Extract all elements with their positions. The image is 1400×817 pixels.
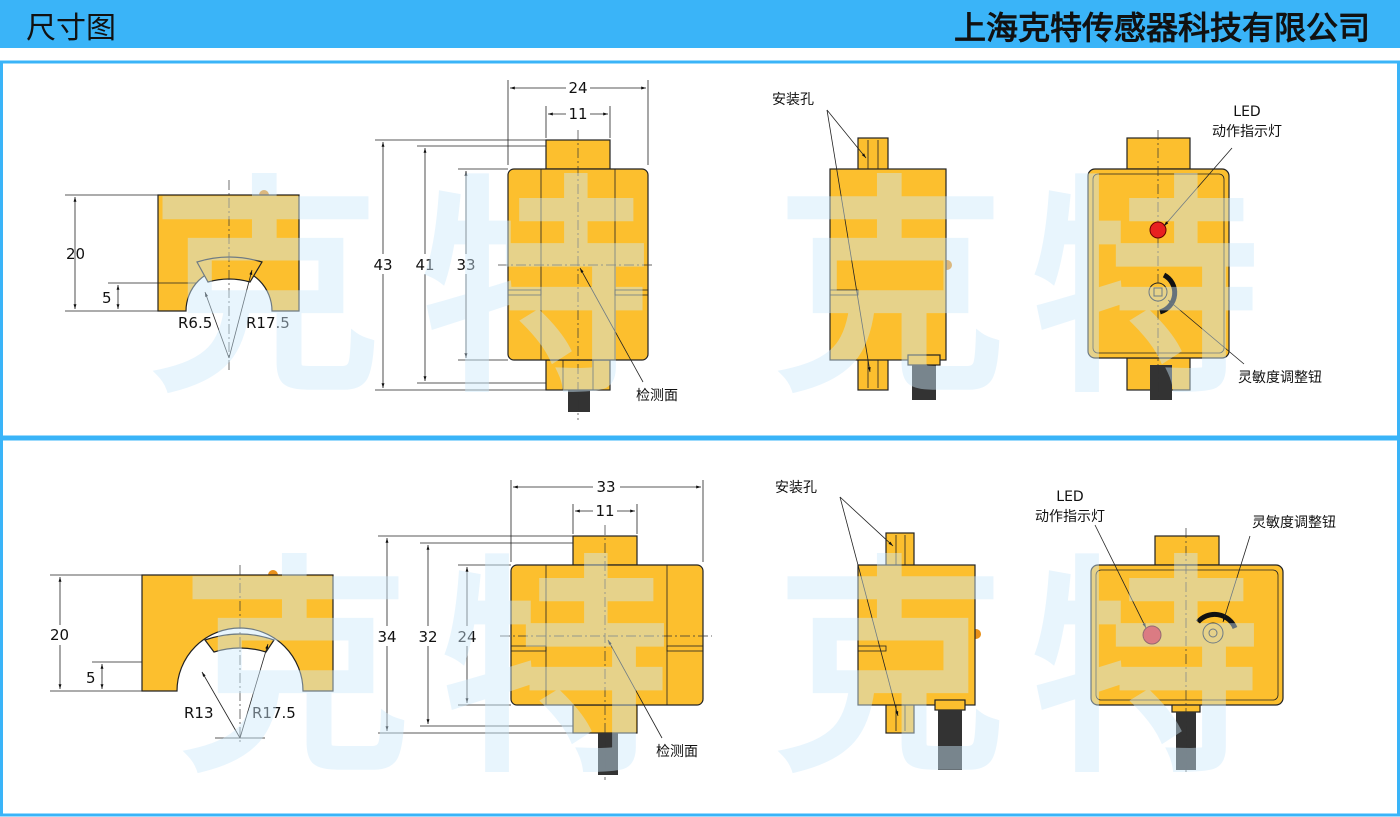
dim-20: 20 xyxy=(66,245,85,263)
dim-tab-width: 11 xyxy=(568,105,587,123)
dim-20: 20 xyxy=(50,626,69,644)
panel1-main-view: 24 11 43 41 33 检测面 xyxy=(371,79,678,420)
sensing-face-label: 检测面 xyxy=(636,388,678,404)
panel2-side-view: 安装孔 xyxy=(775,480,981,770)
panel2-front-view: 20 5 R13 R17.5 xyxy=(50,565,334,745)
panel1-back-view: LED 动作指示灯 灵敏度调整钮 xyxy=(1087,104,1322,400)
dim-body-height: 24 xyxy=(457,628,476,646)
led-desc-label: 动作指示灯 xyxy=(1212,124,1282,140)
led-label: LED xyxy=(1056,489,1083,505)
knob-label: 灵敏度调整钮 xyxy=(1252,515,1336,531)
header-bar xyxy=(0,0,1400,48)
led-desc-label: 动作指示灯 xyxy=(1035,509,1105,525)
dim-5: 5 xyxy=(102,289,112,307)
company-name: 上海克特传感器科技有限公司 xyxy=(954,9,1370,47)
radius-outer: R17.5 xyxy=(246,314,290,332)
panel1-side-view: 安装孔 xyxy=(772,92,952,400)
radius-inner: R6.5 xyxy=(178,314,212,332)
panel2-back-view: LED 动作指示灯 灵敏度调整钮 xyxy=(1035,489,1336,775)
mounting-holes-label: 安装孔 xyxy=(775,480,817,496)
dim-width: 33 xyxy=(596,478,615,496)
dim-total-height: 34 xyxy=(377,628,396,646)
panel1-front-view: 20 5 R6.5 R17.5 xyxy=(65,180,300,370)
dim-total-height: 43 xyxy=(373,256,392,274)
led-label: LED xyxy=(1233,104,1260,120)
sensitivity-knob-icon xyxy=(1148,282,1168,302)
dim-mid-height: 41 xyxy=(415,256,434,274)
radius-outer: R17.5 xyxy=(252,704,296,722)
radius-inner: R13 xyxy=(184,704,214,722)
dim-mid-height: 32 xyxy=(418,628,437,646)
sensing-face-label: 检测面 xyxy=(656,744,698,760)
led-indicator-icon xyxy=(1142,625,1162,645)
dim-body-height: 33 xyxy=(456,256,475,274)
dim-tab-width: 11 xyxy=(595,502,614,520)
dim-width: 24 xyxy=(568,79,587,97)
panel2-main-view: 33 11 34 32 24 检测面 xyxy=(375,478,712,780)
header-title: 尺寸图 xyxy=(26,11,116,46)
sensitivity-knob-icon xyxy=(1202,622,1224,644)
mounting-holes-label: 安装孔 xyxy=(772,92,814,108)
knob-label: 灵敏度调整钮 xyxy=(1238,370,1322,386)
led-indicator-icon xyxy=(1149,221,1167,239)
dim-5: 5 xyxy=(86,669,96,687)
